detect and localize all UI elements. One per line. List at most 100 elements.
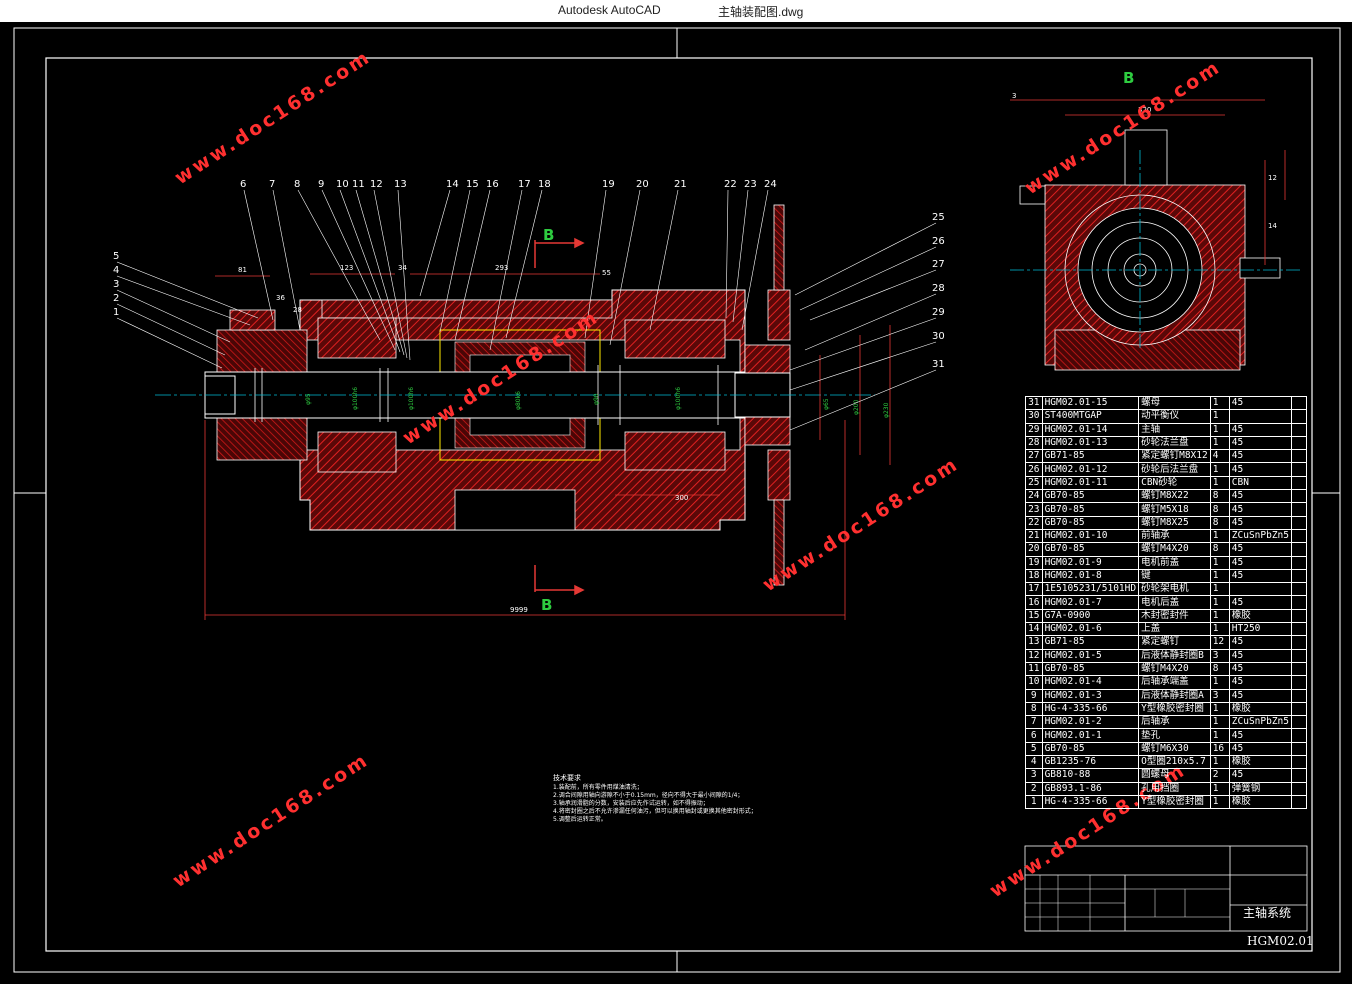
bom-cell-note (1290, 568, 1308, 584)
bom-cell-material: 橡胶 (1228, 794, 1292, 810)
bom-cell-material: 45 (1228, 768, 1292, 783)
bom-cell-name: 动平衡仪 (1138, 409, 1211, 424)
section-label-side: B (1123, 69, 1134, 87)
leader-line (419, 189, 451, 297)
bom-cell-no: 13 (1025, 635, 1043, 650)
part-number: 15 (466, 179, 479, 190)
bom-cell-no: 15 (1025, 608, 1043, 624)
leader-line (339, 189, 401, 353)
file-name: 主轴装配图.dwg (718, 5, 804, 19)
part-number: 26 (932, 236, 945, 247)
bom-cell-no: 20 (1025, 542, 1043, 557)
notes-line: 1.装配前，所有零件用煤油清洗； (553, 784, 643, 791)
drawing-canvas[interactable]: B B 9999 81 36 28 123 34 293 55 300 φ95 … (0, 22, 1352, 980)
bom-cell-no: 4 (1025, 755, 1043, 770)
bom-cell-note (1290, 515, 1308, 530)
part-number: 9 (318, 179, 324, 190)
bom-cell-note (1290, 475, 1308, 491)
leader-line (272, 189, 301, 331)
bom-cell-material: 45 (1228, 515, 1292, 530)
bom-cell-code: GB810-88 (1041, 768, 1140, 783)
bom-cell-material: 45 (1228, 675, 1292, 690)
bom-cell-note (1290, 462, 1308, 477)
bom-cell-name: 前轴承 (1138, 528, 1211, 544)
bom-cell-note (1290, 755, 1308, 770)
bom-cell-note (1290, 555, 1308, 570)
dim-side-12: 12 (1268, 174, 1277, 182)
part-number: 18 (538, 179, 551, 190)
dim-28: 28 (293, 306, 302, 314)
bom-cell-no: 14 (1025, 622, 1043, 637)
bom-cell-note (1290, 728, 1308, 743)
bom-cell-material: 45 (1228, 595, 1292, 610)
watermark-1: www.doc168.com (171, 46, 376, 189)
bom-cell-code: HGM02.01-3 (1041, 688, 1140, 703)
bom-cell-qty: 2 (1209, 768, 1230, 783)
bom-cell-name: 砂轮架电机 (1138, 582, 1211, 597)
bom-cell-note (1290, 489, 1308, 504)
bom-cell-material: ZCuSnPbZn5 (1228, 528, 1292, 544)
bom-cell-no: 24 (1025, 489, 1043, 504)
bom-cell-code: ST400MTGAP (1041, 409, 1140, 424)
part-leaders (116, 189, 937, 431)
bom-cell-name: 螺钉M8X25 (1138, 515, 1211, 530)
bom-cell-code: HGM02.01-14 (1041, 422, 1140, 437)
dim-34: 34 (398, 264, 407, 272)
bom-cell-qty: 4 (1209, 449, 1230, 464)
bom-cell-code: HGM02.01-9 (1041, 555, 1140, 570)
bom-cell-no: 10 (1025, 675, 1043, 690)
bom-cell-name: 后液体静封圈B (1138, 648, 1211, 663)
bom-cell-name: 圆螺母 (1138, 768, 1211, 783)
leader-line (454, 189, 491, 341)
bom-cell-qty: 12 (1209, 635, 1230, 650)
part-number: 2 (113, 293, 119, 304)
bom-cell-note (1290, 781, 1308, 796)
bom-cell-no: 16 (1025, 595, 1043, 610)
part-number: 17 (518, 179, 531, 190)
bom-cell-qty: 3 (1209, 688, 1230, 703)
bom-cell-qty: 1 (1209, 582, 1230, 597)
bom-cell-code: HG-4-335-66 (1041, 701, 1140, 717)
bom-cell-note (1290, 768, 1308, 783)
bom-cell-material: 45 (1228, 489, 1292, 504)
bom-cell-code: HGM02.01-15 (1041, 395, 1140, 411)
part-number: 19 (602, 179, 615, 190)
leader-line (799, 246, 937, 311)
bom-cell-name: 电机前盖 (1138, 555, 1211, 570)
app-title: Autodesk AutoCAD (558, 3, 661, 17)
bom-cell-name: O型圈210x5.7 (1138, 755, 1211, 770)
notes-line: 2.调合间隙用轴向游隙不小于0.15mm，径向不得大于最小间隙的1/4； (553, 792, 744, 799)
leader-line (439, 189, 471, 333)
bom-cell-code: HGM02.01-1 (1041, 728, 1140, 743)
bom-cell-material: 45 (1228, 661, 1292, 677)
part-number: 8 (294, 179, 300, 190)
leader-line (321, 189, 396, 351)
bom-cell-code: HG-4-335-66 (1041, 794, 1140, 810)
bom-cell-code: GB71-85 (1041, 635, 1140, 650)
part-number: 11 (352, 179, 365, 190)
svg-text:φ200: φ200 (853, 399, 860, 415)
bom-cell-no: 28 (1025, 435, 1043, 451)
main-section-view: B B 9999 81 36 28 123 34 293 55 300 φ95 … (155, 204, 891, 620)
leader-line (373, 189, 408, 359)
part-number: 6 (240, 179, 246, 190)
bom-cell-no: 25 (1025, 475, 1043, 491)
bom-cell-qty: 8 (1209, 515, 1230, 530)
leader-line (725, 189, 729, 319)
bom-cell-code: HGM02.01-12 (1041, 462, 1140, 477)
bom-cell-no: 1 (1025, 794, 1043, 810)
bom-cell-no: 3 (1025, 768, 1043, 783)
bom-cell-note (1290, 688, 1308, 703)
bom-cell-note (1290, 449, 1308, 464)
bom-cell-material: 橡胶 (1228, 701, 1292, 717)
bom-cell-note (1290, 542, 1308, 557)
bom-cell-qty: 1 (1209, 794, 1230, 810)
